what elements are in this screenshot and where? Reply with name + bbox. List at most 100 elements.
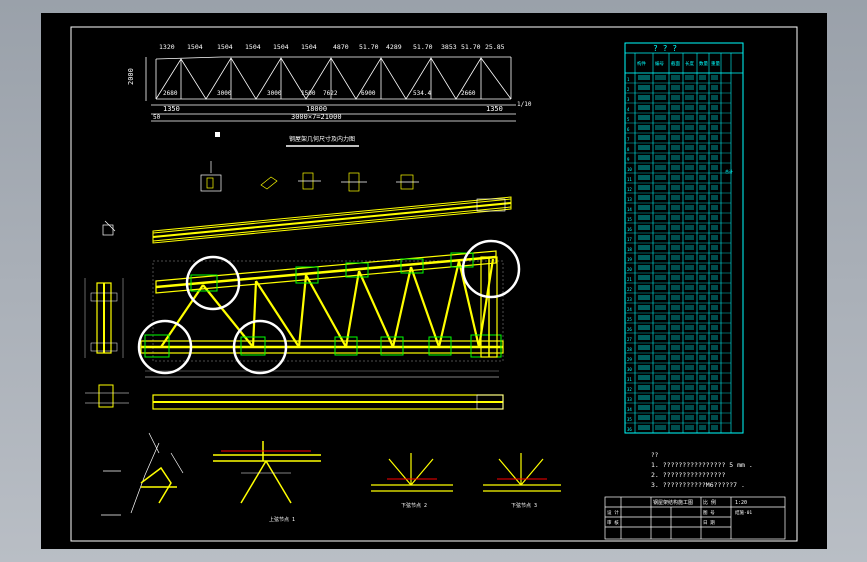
table-row-number: 4 — [627, 107, 630, 112]
bottom-dimension-label: 3000 — [217, 90, 232, 97]
general-notes: ?? 1. ???????????????? 5 mm . 2. ???????… — [651, 452, 753, 489]
height-dimension: 2000 — [127, 68, 135, 85]
note-item-3: 3. ???????????M6?????7 . — [651, 481, 745, 489]
table-column-header: 数量 — [699, 60, 708, 67]
node-detail-3 — [371, 453, 453, 492]
top-dimension-labels: 1320 1504 1504 1504 1504 1504 4870 51.70 4289 51.… — [159, 43, 505, 51]
table-column-header: 构件 — [637, 60, 646, 67]
detail-label-1: 上弦节点 1 — [269, 516, 295, 523]
top-dimension-label: 1504 — [301, 43, 317, 51]
bottom-dimension-label: 2660 — [461, 90, 476, 97]
table-row-number: 5 — [627, 117, 630, 122]
title-block-drawing-no-label: 图 号 — [703, 510, 715, 516]
table-row-number: 36 — [627, 427, 632, 432]
table-row-number: 17 — [627, 237, 632, 242]
node-detail-1 — [101, 432, 184, 516]
bottom-dimension-label: 3000 — [267, 90, 282, 97]
table-row-number: 32 — [627, 387, 632, 392]
table-row-number: 25 — [627, 317, 632, 322]
node-detail-2 — [213, 441, 321, 504]
table-row-number: 27 — [627, 337, 632, 342]
top-dimension-label: 1504 — [273, 43, 289, 51]
notes-title: ?? — [651, 452, 659, 459]
lower-chord-plan-view — [152, 394, 504, 410]
table-row-number: 30 — [627, 367, 632, 372]
table-row-number: 8 — [627, 147, 630, 152]
table-side-note: 合计 — [725, 168, 733, 174]
bottom-dimension-label: 7622 — [323, 90, 338, 97]
table-row-number: 1 — [627, 77, 630, 82]
top-dimension-label: 51.70 — [461, 43, 481, 51]
section-title: 钢屋架几何尺寸及内力图 — [289, 135, 355, 143]
top-dimension-label: 4870 — [333, 43, 349, 51]
left-small-dim: 50 — [153, 114, 161, 121]
table-column-headers: 构件 编号截面长度数量重量 — [637, 60, 720, 67]
top-dimension-label: 1504 — [187, 43, 203, 51]
end-elevation-view — [84, 278, 129, 408]
top-dimension-label: 1504 — [245, 43, 261, 51]
top-dimension-label: 51.70 — [413, 43, 433, 51]
material-table: 1234567891011121314151617181920212223242… — [624, 42, 744, 434]
table-header: ? ? ? — [653, 44, 677, 53]
right-corner-note: 1/10 — [517, 101, 532, 108]
span-dim-left: 1350 — [163, 105, 180, 113]
table-row-number: 35 — [627, 417, 632, 422]
note-item-1: 1. ???????????????? 5 mm . — [651, 461, 753, 469]
table-column-header: 长度 — [685, 60, 694, 67]
top-dimension-label: 1320 — [159, 43, 175, 51]
truss-geometry-diagram — [145, 56, 516, 122]
table-row-number: 23 — [627, 297, 632, 302]
title-block-project: 钢屋架结构施工图 — [653, 499, 693, 506]
total-span-dim: 3000×7=21000 — [291, 113, 342, 121]
title-block-designer: 设 计 — [607, 509, 619, 516]
table-row-number: 18 — [627, 247, 632, 252]
table-row-number: 29 — [627, 357, 632, 362]
table-row-number: 6 — [627, 127, 630, 132]
top-dimension-label: 1504 — [217, 43, 233, 51]
table-row-number: 12 — [627, 187, 632, 192]
table-row-number: 31 — [627, 377, 632, 382]
table-column-header: 截面 — [671, 60, 680, 67]
section-marker — [215, 132, 220, 137]
table-row-number: 22 — [627, 287, 632, 292]
title-block-date: 日 期 — [703, 520, 715, 526]
table-row-number: 16 — [627, 227, 632, 232]
table-row-number: 28 — [627, 347, 632, 352]
drawing-border — [70, 26, 798, 542]
table-row-number: 24 — [627, 307, 632, 312]
title-block-drawing-no: 结施-01 — [735, 509, 752, 516]
table-row-number: 34 — [627, 407, 632, 412]
title-block-checker: 审 核 — [607, 519, 619, 526]
table-row-number: 21 — [627, 277, 632, 282]
bottom-dimension-label: 1500 — [301, 90, 316, 97]
table-row-number: 13 — [627, 197, 632, 202]
table-row-number: 33 — [627, 397, 632, 402]
table-row-number: 9 — [627, 157, 630, 162]
table-row-number: 10 — [627, 167, 632, 172]
top-dimension-label: 4289 — [386, 43, 402, 51]
title-block-scale: 1:20 — [735, 500, 747, 506]
bottom-dimension-label: 6900 — [361, 90, 376, 97]
bottom-dimension-label: 2680 — [163, 90, 178, 97]
note-item-2: 2. ???????????????? — [651, 471, 725, 479]
table-row-number: 20 — [627, 267, 632, 272]
top-dimension-label: 51.70 — [359, 43, 379, 51]
table-column-header: 重量 — [711, 60, 720, 67]
small-section-details — [102, 161, 419, 236]
table-column-header: 编号 — [655, 60, 664, 67]
table-row-number: 7 — [627, 137, 630, 142]
bottom-dimension-labels: 2680 3000 3000 1500 7622 6900 534.4 2660 — [163, 90, 476, 97]
table-row-number: 15 — [627, 217, 632, 222]
node-detail-4 — [483, 453, 561, 492]
top-dimension-label: 25.85 — [485, 43, 505, 51]
table-row-number: 11 — [627, 177, 632, 182]
main-truss-elevation — [140, 250, 504, 378]
bottom-dimension-label: 534.4 — [413, 90, 431, 97]
table-row-number: 26 — [627, 327, 632, 332]
table-row-number: 3 — [627, 97, 630, 102]
title-block — [604, 496, 786, 540]
table-row-number: 14 — [627, 207, 632, 212]
